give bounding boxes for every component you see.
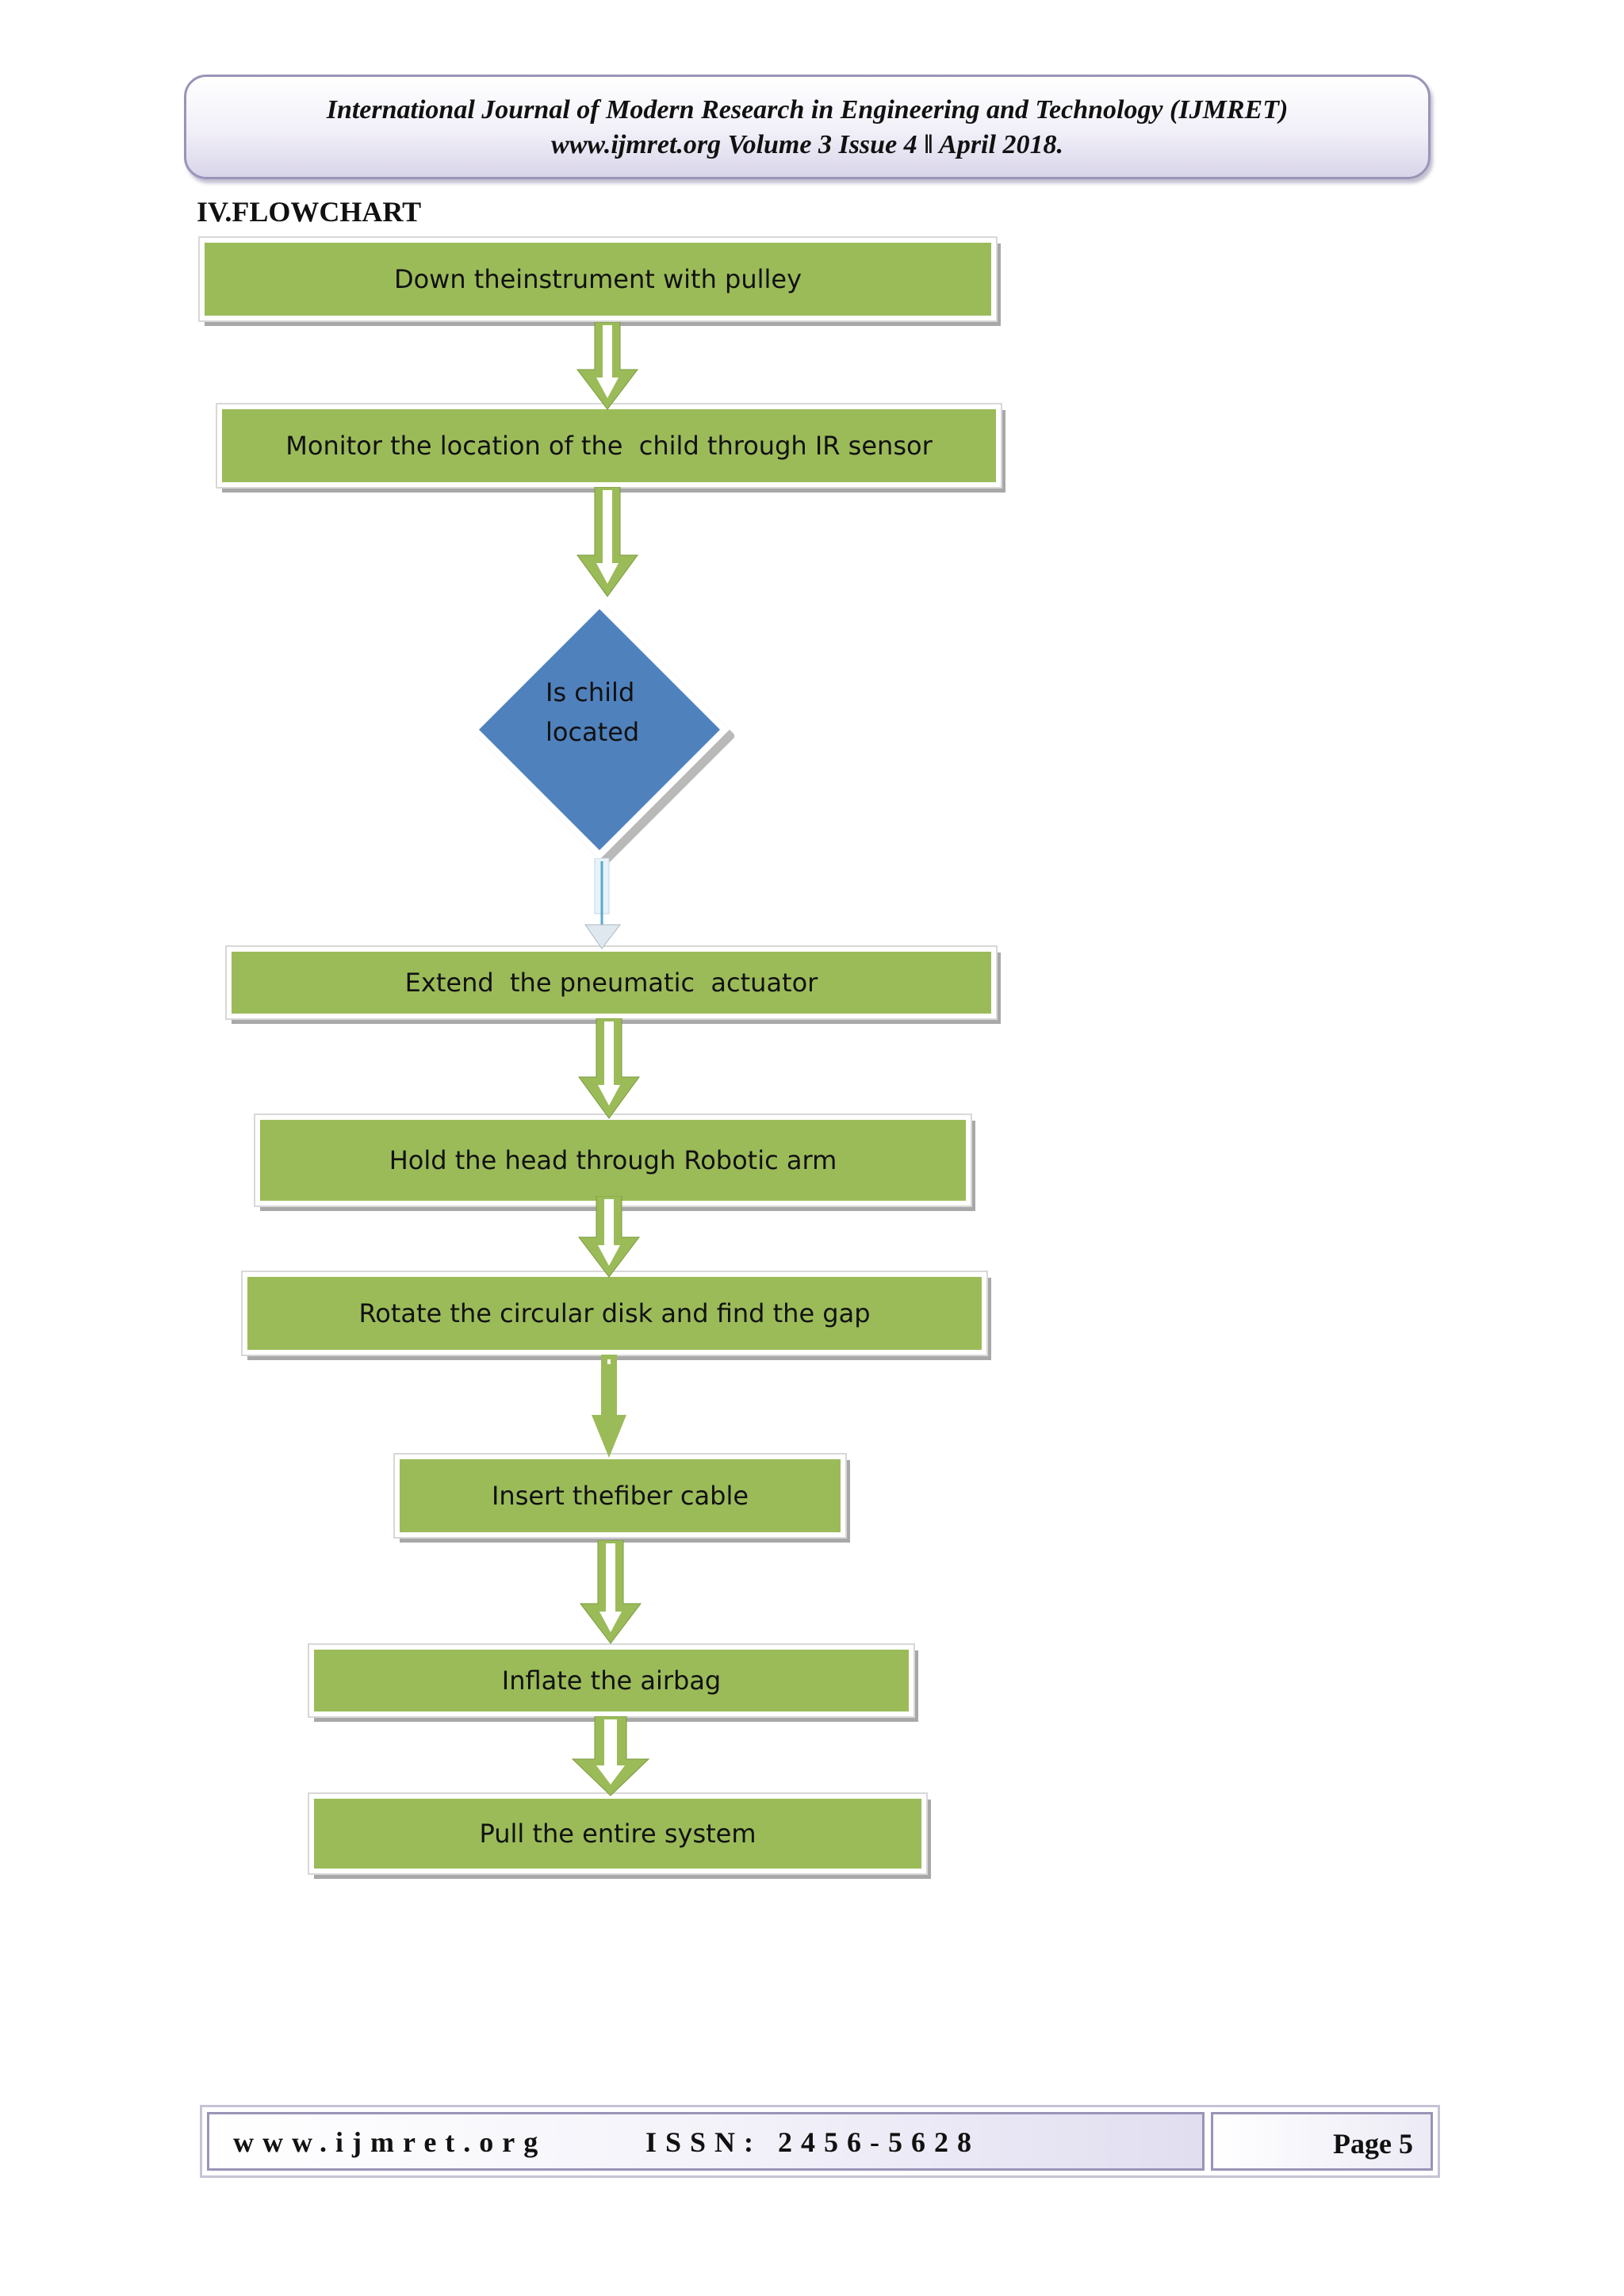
footer-issn: ISSN: 2456-5628 bbox=[645, 2126, 981, 2158]
journal-issue-line: www.ijmret.org Volume 3 Issue 4 ǁ April … bbox=[551, 130, 1063, 159]
step-down-instrument: Down theinstrument with pulley bbox=[200, 238, 996, 320]
step-extend-actuator: Extend the pneumatic actuator bbox=[227, 947, 996, 1018]
step-pull-system: Pull the entire system bbox=[309, 1794, 926, 1873]
arrow-down-icon bbox=[571, 1716, 650, 1796]
arrow-down-icon bbox=[584, 858, 622, 949]
journal-title: International Journal of Modern Research… bbox=[326, 95, 1289, 125]
page-footer: www.ijmret.org ISSN: 2456-5628 Page 5 bbox=[200, 2105, 1440, 2178]
decision-line-1: Is child bbox=[546, 677, 635, 707]
footer-main-cell: www.ijmret.org ISSN: 2456-5628 bbox=[207, 2112, 1205, 2171]
arrow-down-icon bbox=[578, 1018, 640, 1119]
step-rotate-disk: Rotate the circular disk and find the ga… bbox=[243, 1272, 986, 1355]
page-number: Page 5 bbox=[1333, 2128, 1413, 2160]
arrow-down-icon bbox=[577, 1196, 641, 1278]
step-hold-head: Hold the head through Robotic arm bbox=[255, 1115, 971, 1205]
footer-url: www.ijmret.org bbox=[233, 2126, 547, 2158]
step-insert-cable: Insert thefiber cable bbox=[395, 1455, 845, 1537]
arrow-down-icon bbox=[579, 1540, 642, 1644]
decision-diamond bbox=[469, 600, 734, 866]
arrow-down-icon bbox=[576, 322, 639, 410]
journal-header: International Journal of Modern Research… bbox=[184, 75, 1431, 179]
step-inflate-airbag: Inflate the airbag bbox=[309, 1645, 914, 1716]
section-heading: IV.FLOWCHART bbox=[197, 196, 422, 228]
arrow-down-icon bbox=[592, 1355, 626, 1458]
step-monitor-location: Monitor the location of the child throug… bbox=[217, 404, 1001, 487]
footer-page-cell: Page 5 bbox=[1211, 2112, 1433, 2171]
decision-line-2: located bbox=[546, 717, 640, 747]
arrow-down-icon bbox=[576, 487, 638, 597]
decision-label: Is child located bbox=[546, 673, 649, 752]
